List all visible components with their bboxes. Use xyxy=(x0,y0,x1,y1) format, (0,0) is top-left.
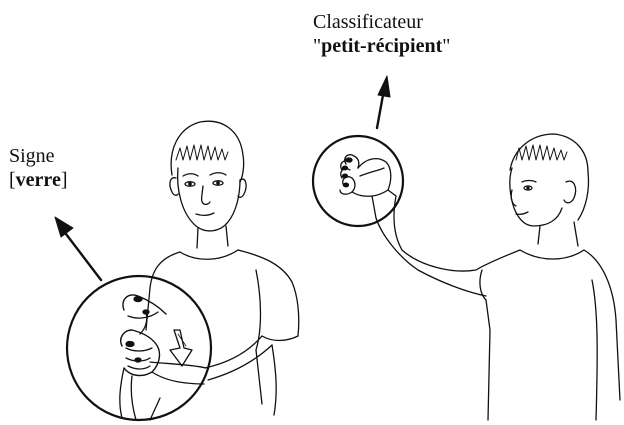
classificateur-label: Classificateur "petit-récipient" xyxy=(313,10,450,58)
classificateur-label-line2: "petit-récipient" xyxy=(313,34,450,58)
signe-label-line2: [verre] xyxy=(9,168,68,192)
right-hand-zoom-circle xyxy=(313,136,403,226)
signe-label-line1: Signe xyxy=(9,144,68,168)
right-person-figure xyxy=(376,134,620,420)
signe-close-bracket: ] xyxy=(61,169,68,191)
signe-label: Signe [verre] xyxy=(9,144,68,192)
left-hand-zoom-circle xyxy=(67,276,211,420)
left-arrow xyxy=(55,217,101,280)
classificateur-open-quote: " xyxy=(313,35,321,57)
signe-word: verre xyxy=(16,169,61,191)
left-person-figure xyxy=(146,121,299,420)
classificateur-close-quote: " xyxy=(442,35,450,57)
classificateur-label-line1: Classificateur xyxy=(313,10,450,34)
classificateur-word: petit-récipient xyxy=(321,35,442,57)
signe-open-bracket: [ xyxy=(9,169,16,191)
right-arrow xyxy=(377,76,390,128)
